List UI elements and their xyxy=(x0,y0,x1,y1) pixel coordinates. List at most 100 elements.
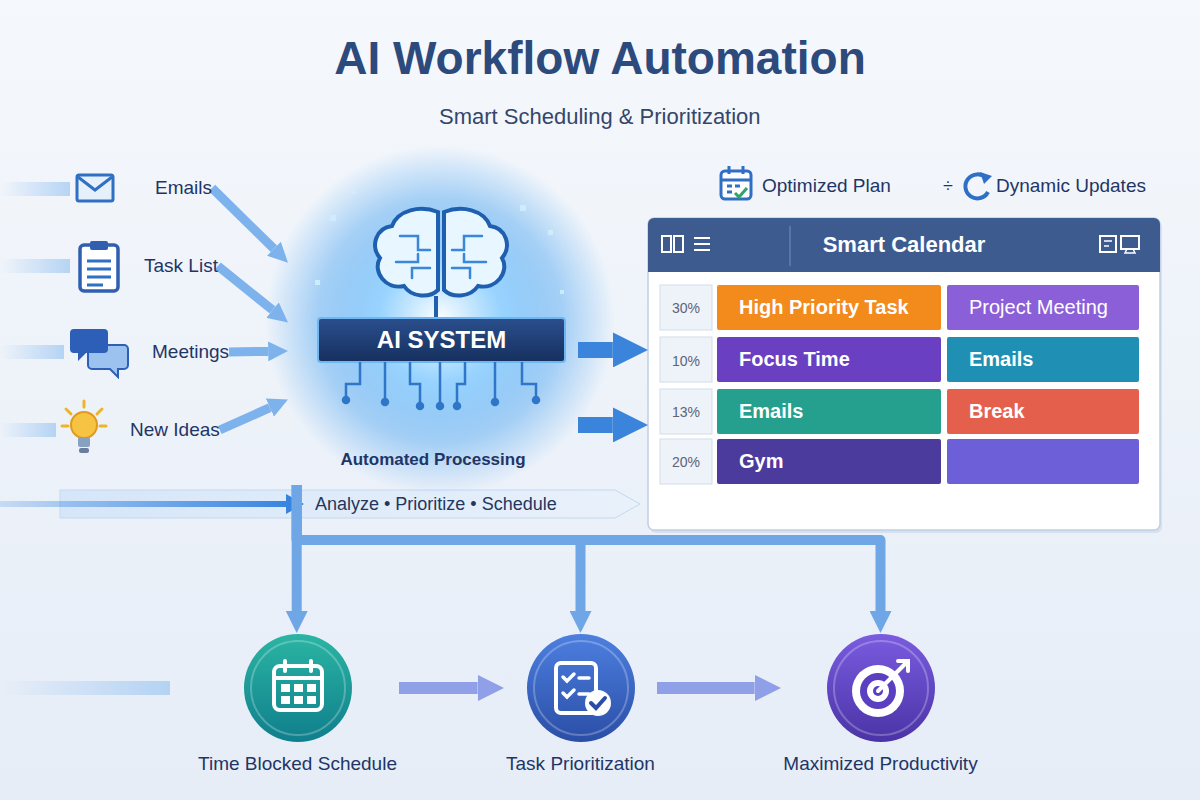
label-text: Maximized Productivity xyxy=(783,753,977,775)
outcome-circle-shape-part xyxy=(898,661,908,671)
label-text: Emails xyxy=(969,348,1033,371)
outcome-circle-shape-part xyxy=(834,641,928,735)
ai-core-art-part-part xyxy=(439,362,442,402)
flow-arrow xyxy=(220,408,270,430)
ai-core-art-part-part xyxy=(437,403,443,409)
ai-core-art-part-part xyxy=(494,362,497,398)
label-text: Focus Time xyxy=(739,348,850,371)
ai-core-art-part xyxy=(434,296,438,318)
calendar-panel-part xyxy=(660,285,712,484)
calendar-panel-part xyxy=(648,218,1160,272)
calendar-panel-part xyxy=(662,236,671,252)
ai-core-art-part-part xyxy=(520,205,526,211)
input-streams-part xyxy=(0,681,170,695)
input-icon-part xyxy=(79,448,89,453)
outcome-circle-shape-part xyxy=(274,661,322,678)
label-text: Analyze • Prioritize • Schedule xyxy=(315,494,557,515)
analysis-band-part xyxy=(0,494,304,514)
outcome-circle-shape xyxy=(826,633,936,743)
label-text: Emails xyxy=(739,400,803,423)
ai-core-art-part-part xyxy=(330,215,336,221)
input-icon-part xyxy=(78,177,112,190)
label-text: Break xyxy=(969,400,1025,423)
ai-core-art-part-part xyxy=(343,397,349,403)
input-node: New Ideas xyxy=(60,399,220,461)
ai-core-art-part-part xyxy=(417,403,423,409)
calendar-task-block: Focus Time xyxy=(717,337,941,382)
outcome-circle-shape-part xyxy=(591,698,605,708)
label-text: 20% xyxy=(672,454,700,470)
calendar-panel-part xyxy=(694,238,710,250)
calendar-panel-part-part xyxy=(660,337,712,382)
calendar-panel-part-part xyxy=(660,439,712,484)
ai-core-art-part-part xyxy=(384,362,387,398)
input-icon-part xyxy=(77,175,113,201)
ai-core-art-part xyxy=(343,362,539,409)
input-streams-part xyxy=(0,423,56,437)
input-icon-part xyxy=(78,437,90,447)
input-icon-part xyxy=(80,245,118,291)
flow-arrow xyxy=(578,342,613,358)
outcome-circle-shape-part xyxy=(534,641,628,735)
input-node: Task List xyxy=(74,239,218,293)
calendar-panel-part-part xyxy=(660,285,712,330)
label-text: ÷ xyxy=(943,176,953,197)
ai-core-art-part-part xyxy=(382,399,388,405)
input-streams-part xyxy=(0,345,64,359)
input-node: Emails xyxy=(75,173,212,203)
input-icon xyxy=(75,173,115,203)
calendar-panel-part xyxy=(1100,236,1116,252)
flow-arrow xyxy=(578,417,613,433)
top-right-icons-part xyxy=(735,188,747,197)
label-holder: 13% xyxy=(672,403,700,421)
label-holder: ÷ xyxy=(943,176,953,197)
ai-core-art-part-part xyxy=(396,236,430,278)
ai-core-art-part-part xyxy=(560,290,564,294)
outcome-circle: Time Blocked Schedule xyxy=(196,633,399,775)
label-text: Emails xyxy=(155,177,212,199)
ai-core-art-part-part xyxy=(548,230,553,235)
outcome-circle-shape xyxy=(243,633,353,743)
ai-core-art xyxy=(265,145,615,495)
calendar-task-block: Emails xyxy=(717,389,941,434)
outcome-circle-shape-part xyxy=(878,663,906,691)
outcome-circle-shape-part-part xyxy=(281,684,290,692)
calendar-panel-part xyxy=(1125,249,1135,253)
label-text: Meetings xyxy=(152,341,229,363)
outcome-circle-shape-part-part xyxy=(294,696,303,704)
analysis-band xyxy=(0,490,640,518)
outcome-circle-shape xyxy=(526,633,636,743)
top-right-icons-part xyxy=(721,171,751,199)
top-right-icons-part xyxy=(721,166,751,180)
outcome-circle-shape-part xyxy=(585,690,611,716)
input-icon-part xyxy=(70,329,108,361)
calendar-panel-part xyxy=(1121,236,1139,249)
input-icon xyxy=(60,399,108,461)
calendar-panel-part xyxy=(648,218,1160,530)
input-icon xyxy=(68,325,130,379)
ai-core-art-part-part xyxy=(454,403,460,409)
ai-core-art-part xyxy=(375,209,507,296)
input-icon-part xyxy=(90,241,108,250)
input-streams-part xyxy=(0,182,70,196)
calendar-task-block: High Priority Task xyxy=(717,285,941,330)
outcome-circle-shape-part-part xyxy=(281,696,290,704)
top-right-icons-part xyxy=(727,186,740,192)
input-node: Meetings xyxy=(68,325,229,379)
calendar-panel-node: Smart CalendarHigh Priority TaskProject … xyxy=(648,218,1160,530)
ai-core-art-part-part xyxy=(410,362,420,404)
calendar-task-block: Break xyxy=(947,389,1139,434)
top-right-icons-part xyxy=(980,172,992,184)
calendar-panel-part-part xyxy=(660,389,712,434)
ai-core-art-part xyxy=(396,236,486,278)
ai-core-art-part xyxy=(318,318,565,362)
calendar-task-block: Project Meeting xyxy=(947,285,1139,330)
ai-system-node: AI SYSTEMAutomated Processing xyxy=(288,200,578,485)
label-text: Time Blocked Schedule xyxy=(198,753,397,775)
ai-core-art-part-part xyxy=(375,209,438,296)
flow-arrow xyxy=(297,485,581,611)
outcome-circle-shape-part xyxy=(563,674,589,697)
outcome-circle-shape-part-part xyxy=(307,684,316,692)
ai-core-art-part-part xyxy=(352,190,356,194)
